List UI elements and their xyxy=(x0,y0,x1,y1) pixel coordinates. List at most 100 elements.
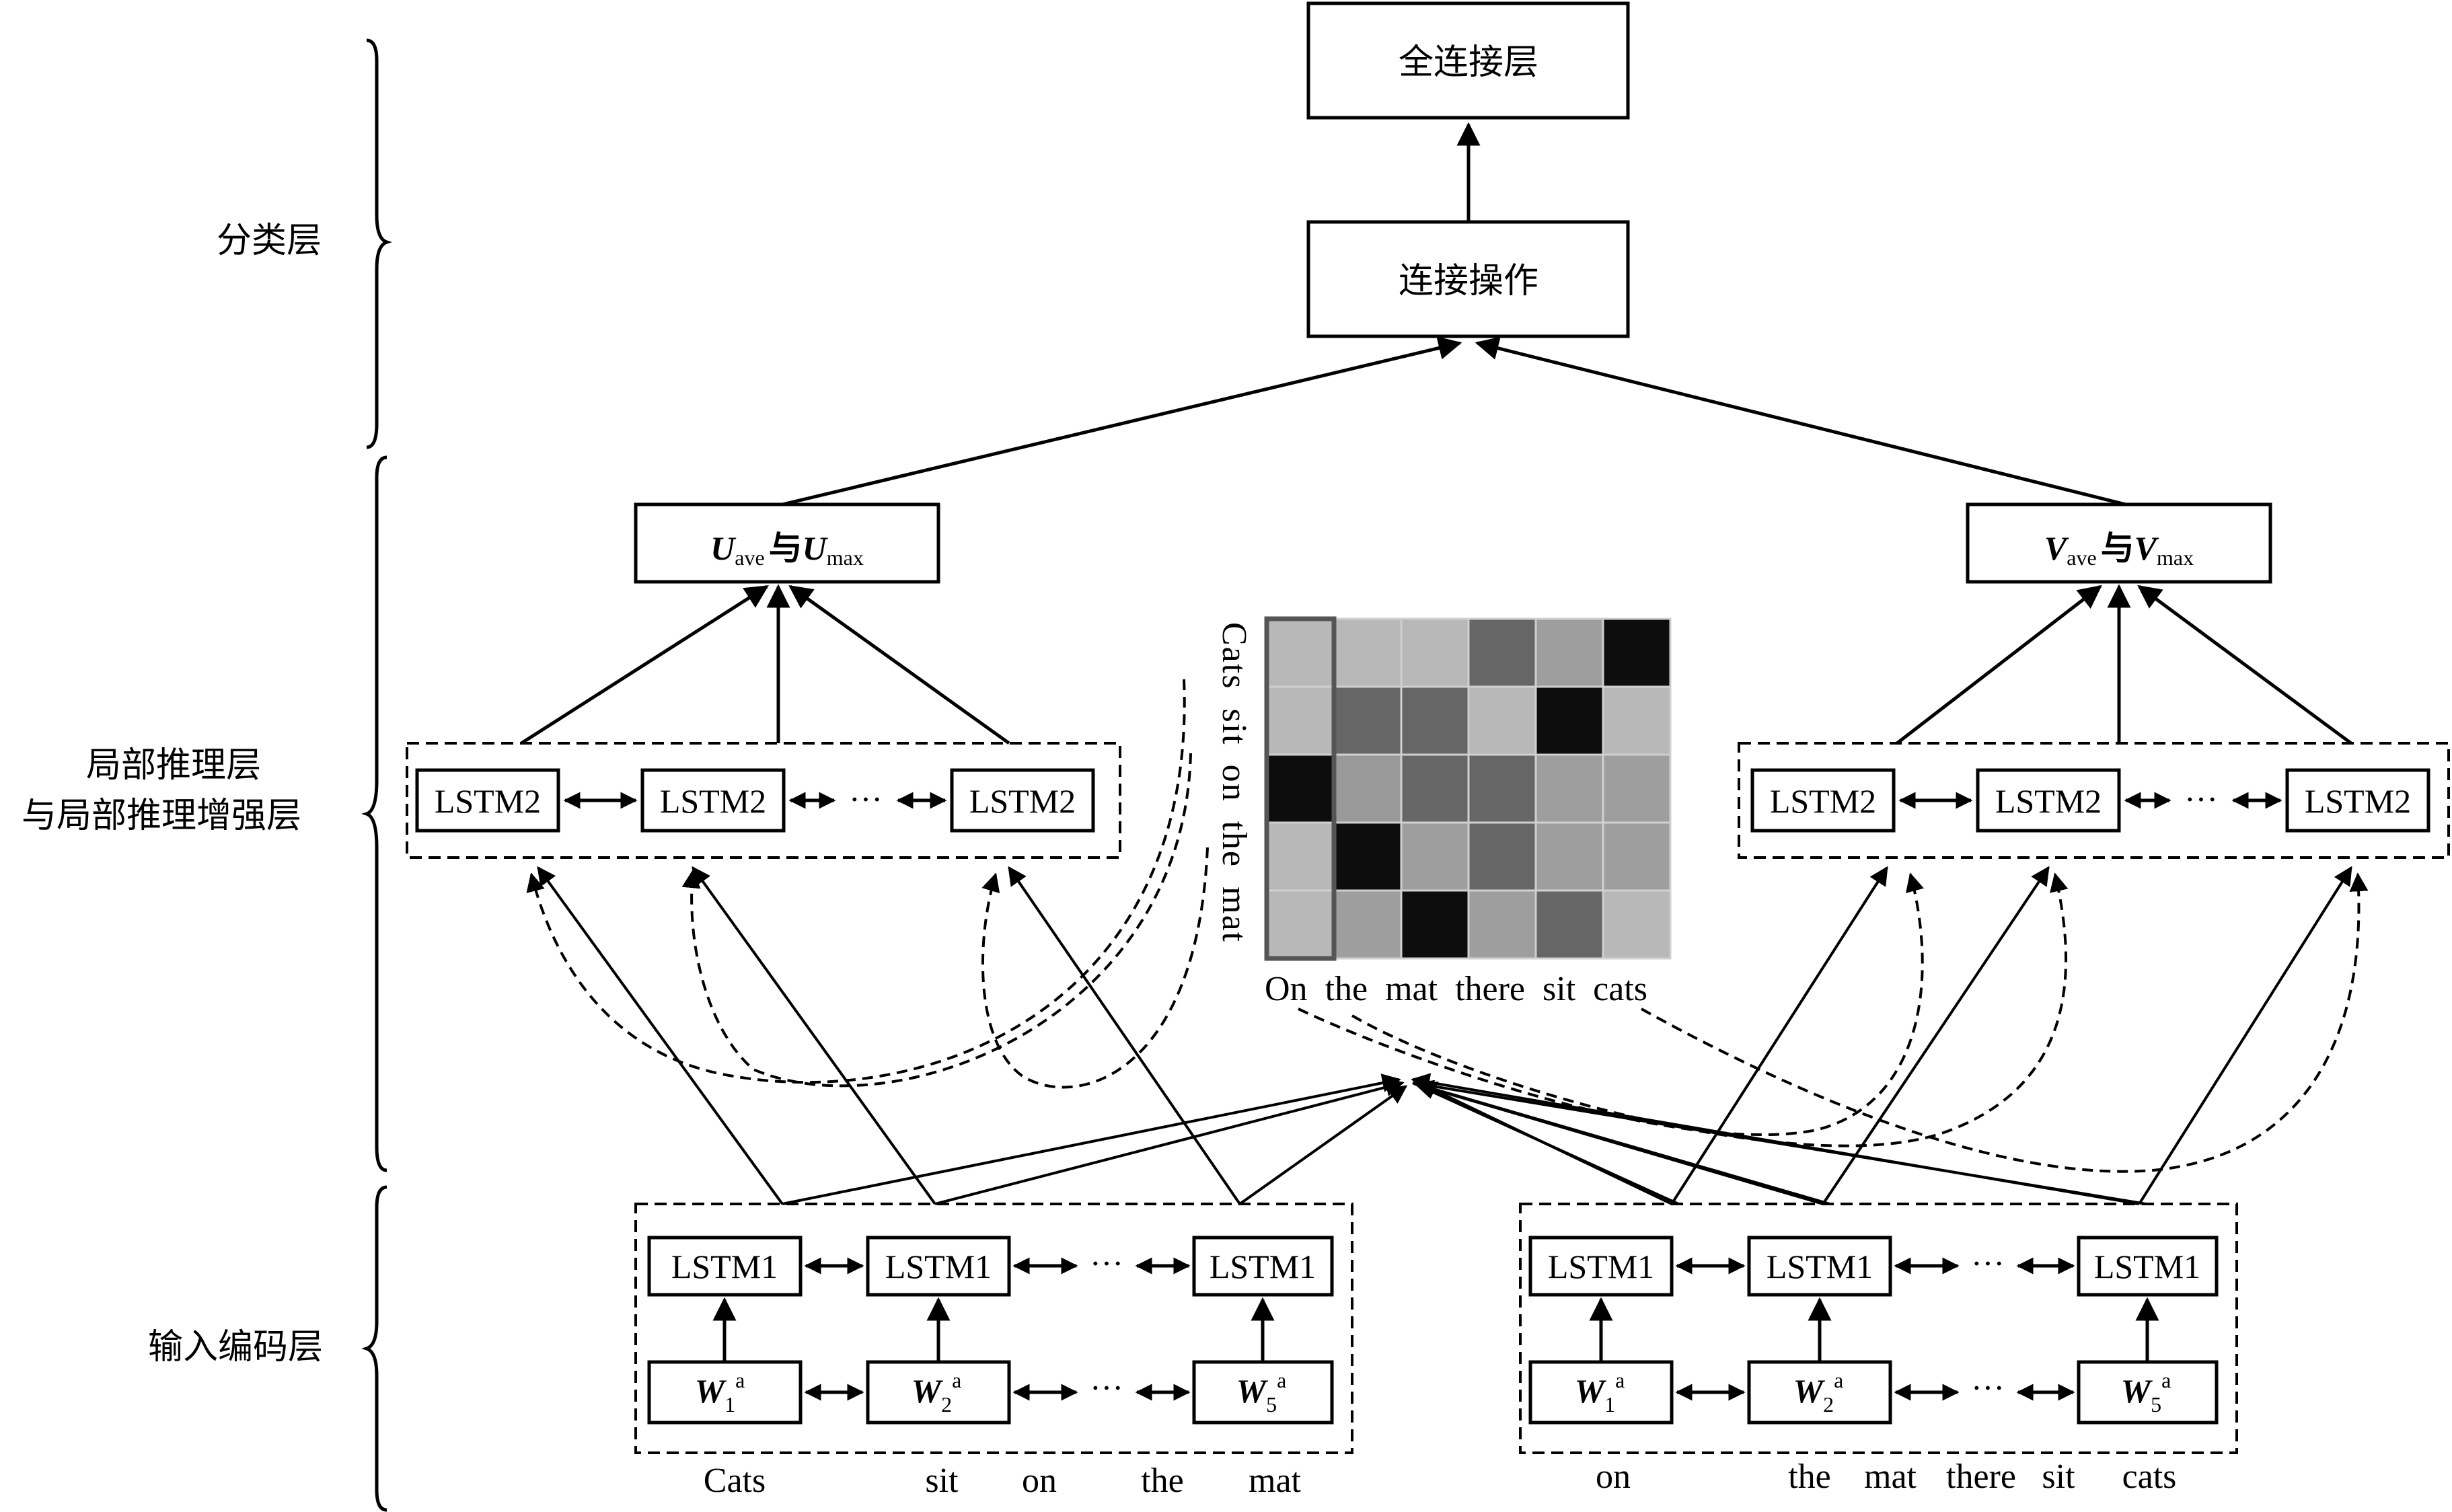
pool-right-ave: ave xyxy=(2067,545,2096,570)
matrix-cell-r4-c0 xyxy=(1265,889,1335,960)
fully-connected-label: 全连接层 xyxy=(1399,44,1538,82)
matrix-cell-r3-c2 xyxy=(1400,821,1470,892)
pool-left-u: U xyxy=(710,529,737,567)
lstm1-left-n: LSTM1 xyxy=(1210,1248,1316,1285)
matrix-cell-r4-c3 xyxy=(1467,889,1537,960)
cross-attention-arrows xyxy=(782,1073,2147,1205)
lstm2-right-2: LSTM2 xyxy=(1995,782,2102,820)
sentence-right-word-3: mat xyxy=(1864,1458,1917,1496)
matrix-cells xyxy=(1265,617,1672,960)
matrix-cell-r1-c0 xyxy=(1265,685,1335,756)
matrix-cell-r2-c0 xyxy=(1265,753,1335,824)
matrix-cell-r1-c2 xyxy=(1400,685,1470,756)
matrix-cell-r3-c5 xyxy=(1602,821,1672,892)
lstm1-left-1: LSTM1 xyxy=(671,1248,778,1285)
matrix-cell-r3-c3 xyxy=(1467,821,1537,892)
word-vec-right-2: W2a xyxy=(1793,1368,1844,1416)
matrix-cell-r1-c5 xyxy=(1602,685,1672,756)
matrix-cell-r4-c2 xyxy=(1400,889,1470,960)
word-vec-right-n: W5a xyxy=(2121,1368,2171,1416)
matrix-cell-r2-c1 xyxy=(1333,753,1403,824)
pool-left-conj: 与 xyxy=(769,529,803,567)
layer-label-local-inference-2: 与局部推理增强层 xyxy=(22,797,301,835)
layer-label-classification: 分类层 xyxy=(217,222,322,260)
pool-right-v2: V xyxy=(2134,529,2159,567)
lstm2-group-right: LSTM2 LSTM2 LSTM2 ··· xyxy=(1738,742,2450,859)
lstm2-right-n: LSTM2 xyxy=(2305,782,2411,820)
matrix-cell-r2-c4 xyxy=(1534,753,1604,824)
sentence-left-word-2: sit xyxy=(925,1462,959,1500)
matrix-cell-r0-c4 xyxy=(1534,617,1604,688)
word-vec-left-n: W5a xyxy=(1236,1368,1287,1416)
word-vec-left-2: W2a xyxy=(912,1368,962,1416)
layer-label-local-inference-1: 局部推理层 xyxy=(86,747,261,785)
lstm2-left-1: LSTM2 xyxy=(435,782,541,820)
matrix-cell-r3-c0 xyxy=(1265,821,1335,892)
matrix-cell-r2-c5 xyxy=(1602,753,1672,824)
brace-local-inference xyxy=(361,455,387,1172)
sentence-right-word-5: sit xyxy=(2042,1458,2075,1496)
matrix-cell-r2-c2 xyxy=(1400,753,1470,824)
matrix-cell-r4-c1 xyxy=(1333,889,1403,960)
pool-left-max: max xyxy=(827,545,864,570)
brace-classification xyxy=(366,38,392,449)
matrix-row-labels: Catssitonthemat xyxy=(1215,622,1253,943)
fully-connected-box: 全连接层 xyxy=(1306,1,1630,120)
lstm2-right-1: LSTM2 xyxy=(1770,782,1876,820)
sentence-right-word-6: cats xyxy=(2122,1458,2177,1496)
matrix-cell-r0-c5 xyxy=(1602,617,1672,688)
matrix-cell-r1-c1 xyxy=(1333,685,1403,756)
ellipsis-word-right: ··· xyxy=(1971,1369,2005,1406)
word-vec-right-1: W1a xyxy=(1575,1368,1625,1416)
sentence-left-word-1: Cats xyxy=(704,1462,766,1500)
layer-label-input-encoding: 输入编码层 xyxy=(148,1328,323,1367)
ellipsis-word-left: ··· xyxy=(1090,1369,1123,1406)
matrix-cell-r1-c3 xyxy=(1467,685,1537,756)
matrix-cell-r3-c1 xyxy=(1333,821,1403,892)
matrix-cell-r0-c3 xyxy=(1467,617,1537,688)
lstm1-left-2: LSTM1 xyxy=(885,1248,992,1285)
ellipsis-lstm1-left: ··· xyxy=(1090,1244,1123,1282)
concat-box: 连接操作 xyxy=(1306,220,1630,338)
pool-left-u2: U xyxy=(803,529,829,567)
sentence-right-word-4: there xyxy=(1946,1458,2016,1496)
sentence-left-word-4: the xyxy=(1141,1462,1184,1500)
ellipsis-lstm2-left: ··· xyxy=(849,780,883,818)
lstm1-right-1: LSTM1 xyxy=(1548,1248,1654,1285)
matrix-cell-r0-c0 xyxy=(1265,617,1335,688)
attention-dashed-curves xyxy=(526,679,2369,1173)
matrix-cell-r3-c4 xyxy=(1534,821,1604,892)
matrix-cell-r0-c2 xyxy=(1400,617,1470,688)
layer-braces xyxy=(361,38,392,1512)
sentence-right-word-2: the xyxy=(1788,1458,1831,1496)
matrix-cell-r2-c3 xyxy=(1467,753,1537,824)
lstm2-group-left: LSTM2 LSTM2 LSTM2 ··· xyxy=(406,742,1121,859)
pool-right-v: V xyxy=(2044,529,2069,567)
sentence-left-word-5: mat xyxy=(1249,1462,1302,1500)
matrix-cell-r0-c1 xyxy=(1333,617,1403,688)
concat-label: 连接操作 xyxy=(1399,262,1538,301)
lstm1-right-n: LSTM1 xyxy=(2094,1248,2200,1285)
matrix-cell-r4-c5 xyxy=(1602,889,1672,960)
lstm1-right-2: LSTM1 xyxy=(1767,1248,1873,1285)
ellipsis-lstm2-right: ··· xyxy=(2184,780,2218,818)
pool-left-ave: ave xyxy=(735,545,764,570)
pool-right-conj: 与 xyxy=(2101,529,2134,567)
input-group-left: LSTM1 LSTM1 LSTM1 ··· W1a W2a W5a ··· xyxy=(634,1203,1353,1454)
matrix-cell-r1-c4 xyxy=(1534,685,1604,756)
ellipsis-lstm1-right: ··· xyxy=(1971,1244,2005,1282)
sentence-right-word-1: on xyxy=(1596,1458,1631,1496)
lstm2-left-2: LSTM2 xyxy=(660,782,766,820)
matrix-cell-r4-c4 xyxy=(1534,889,1604,960)
lstm2-left-n: LSTM2 xyxy=(969,782,1076,820)
word-vec-left-1: W1a xyxy=(695,1368,745,1416)
input-group-right: LSTM1 LSTM1 LSTM1 ··· W1a W2a W5a ··· xyxy=(1519,1203,2238,1454)
sentence-left-word-3: on xyxy=(1022,1462,1057,1500)
